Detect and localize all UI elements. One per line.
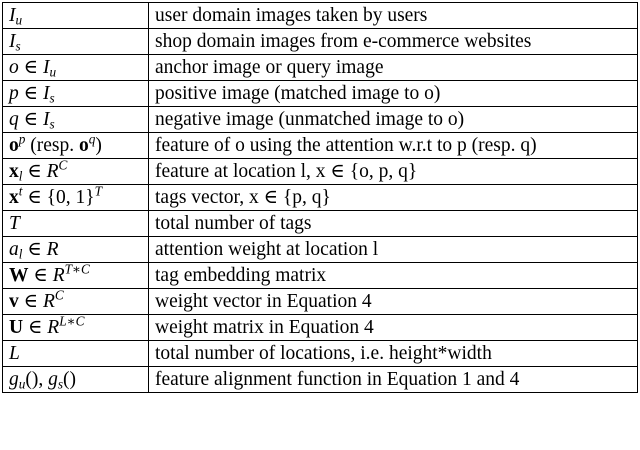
notation-table: Iu user domain images taken by users Is … bbox=[2, 2, 638, 393]
table-row: gu(), gs() feature alignment function in… bbox=[2, 366, 638, 393]
description-cell: positive image (matched image to o) bbox=[148, 80, 638, 107]
table-row: W ∈ RT∗C tag embedding matrix bbox=[2, 262, 638, 289]
description-cell: negative image (unmatched image to o) bbox=[148, 106, 638, 133]
symbol-cell: q ∈ Is bbox=[2, 106, 149, 133]
symbol-cell: p ∈ Is bbox=[2, 80, 149, 107]
table-row: xt ∈ {0, 1}T tags vector, x ∈ {p, q} bbox=[2, 184, 638, 211]
table-row: T total number of tags bbox=[2, 210, 638, 237]
table-row: L total number of locations, i.e. height… bbox=[2, 340, 638, 367]
symbol-cell: o ∈ Iu bbox=[2, 54, 149, 81]
description-cell: feature at location l, x ∈ {o, p, q} bbox=[148, 158, 638, 185]
symbol-cell: xt ∈ {0, 1}T bbox=[2, 184, 149, 211]
symbol-cell: L bbox=[2, 340, 149, 367]
description-cell: weight vector in Equation 4 bbox=[148, 288, 638, 315]
symbol-cell: v ∈ RC bbox=[2, 288, 149, 315]
description-cell: user domain images taken by users bbox=[148, 2, 638, 29]
table-row: v ∈ RC weight vector in Equation 4 bbox=[2, 288, 638, 315]
symbol-cell: Is bbox=[2, 28, 149, 55]
symbol-cell: W ∈ RT∗C bbox=[2, 262, 149, 289]
description-cell: tag embedding matrix bbox=[148, 262, 638, 289]
description-cell: weight matrix in Equation 4 bbox=[148, 314, 638, 341]
table-row: op (resp. oq) feature of o using the att… bbox=[2, 132, 638, 159]
symbol-cell: al ∈ R bbox=[2, 236, 149, 263]
description-cell: shop domain images from e-commerce websi… bbox=[148, 28, 638, 55]
description-cell: total number of tags bbox=[148, 210, 638, 237]
symbol-cell: gu(), gs() bbox=[2, 366, 149, 393]
symbol-cell: T bbox=[2, 210, 149, 237]
symbol-cell: Iu bbox=[2, 2, 149, 29]
table-row: U ∈ RL∗C weight matrix in Equation 4 bbox=[2, 314, 638, 341]
description-cell: anchor image or query image bbox=[148, 54, 638, 81]
table-row: o ∈ Iu anchor image or query image bbox=[2, 54, 638, 81]
symbol-cell: op (resp. oq) bbox=[2, 132, 149, 159]
table-row: p ∈ Is positive image (matched image to … bbox=[2, 80, 638, 107]
description-cell: feature of o using the attention w.r.t t… bbox=[148, 132, 638, 159]
table-row: al ∈ R attention weight at location l bbox=[2, 236, 638, 263]
description-cell: attention weight at location l bbox=[148, 236, 638, 263]
symbol-cell: xl ∈ RC bbox=[2, 158, 149, 185]
description-cell: feature alignment function in Equation 1… bbox=[148, 366, 638, 393]
table-row: Is shop domain images from e-commerce we… bbox=[2, 28, 638, 55]
table-row: xl ∈ RC feature at location l, x ∈ {o, p… bbox=[2, 158, 638, 185]
description-cell: tags vector, x ∈ {p, q} bbox=[148, 184, 638, 211]
table-row: q ∈ Is negative image (unmatched image t… bbox=[2, 106, 638, 133]
description-cell: total number of locations, i.e. height*w… bbox=[148, 340, 638, 367]
symbol-cell: U ∈ RL∗C bbox=[2, 314, 149, 341]
table-row: Iu user domain images taken by users bbox=[2, 2, 638, 29]
